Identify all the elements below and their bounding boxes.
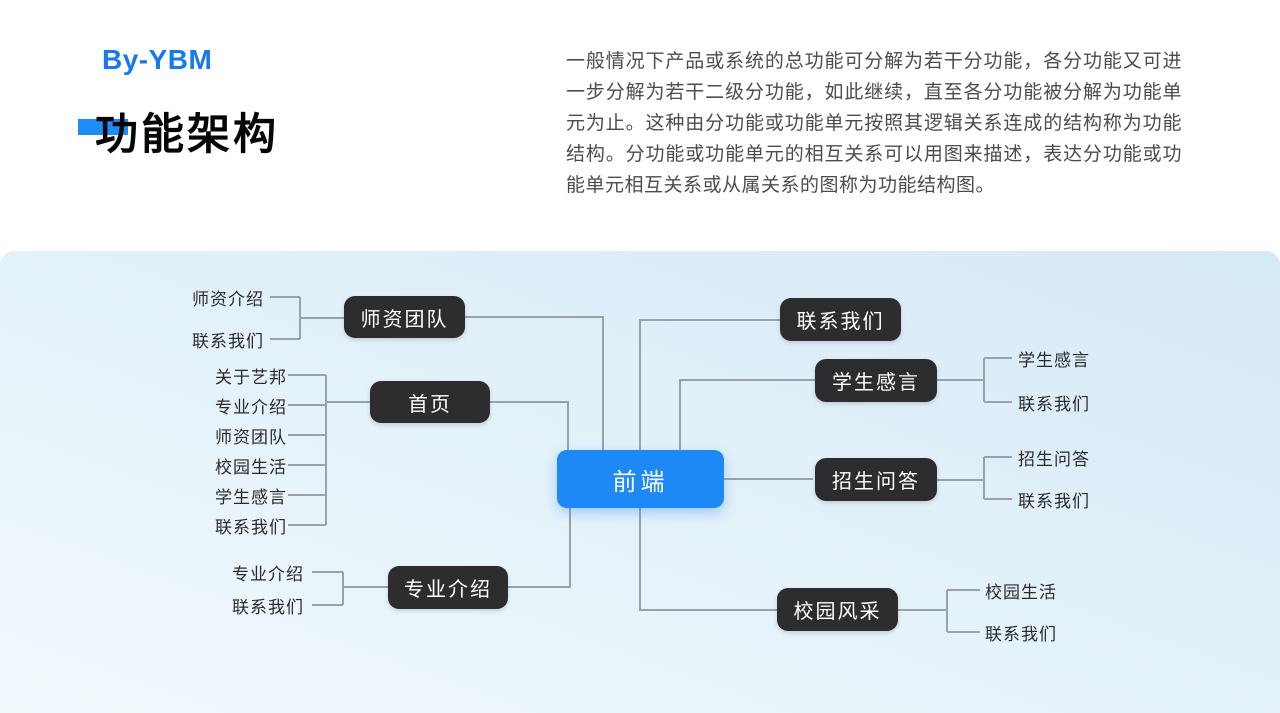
description-paragraph: 一般情况下产品或系统的总功能可分解为若干分功能，各分功能又可进一步分解为若干二级…: [566, 51, 1182, 196]
node-contact: 联系我们: [780, 298, 901, 341]
leaf-student-words-1: 联系我们: [1018, 394, 1090, 414]
node-major-intro: 专业介绍: [388, 566, 508, 609]
leaf-home-0: 关于艺邦: [215, 367, 287, 387]
leaf-home-1: 专业介绍: [215, 397, 287, 417]
leaf-campus-style-0: 校园生活: [985, 582, 1057, 602]
node-student-words: 学生感言: [815, 359, 937, 402]
leaf-admission-qa-1: 联系我们: [1018, 491, 1090, 511]
node-admission-qa: 招生问答: [815, 458, 937, 501]
node-home: 首页: [370, 381, 490, 423]
leaf-teacher-team-1: 联系我们: [192, 331, 264, 351]
title-accent-bar: [78, 119, 128, 135]
node-teacher-team: 师资团队: [344, 296, 465, 338]
leaf-home-2: 师资团队: [215, 427, 287, 447]
byline: By-YBM: [102, 44, 213, 75]
node-root-frontend: 前端: [557, 450, 724, 508]
node-campus-style: 校园风采: [777, 588, 898, 631]
leaf-home-4: 学生感言: [215, 487, 287, 507]
leaf-major-intro-1: 联系我们: [232, 597, 304, 617]
page-title: 功能架构: [95, 111, 279, 159]
leaf-campus-style-1: 联系我们: [985, 624, 1057, 644]
leaf-home-5: 联系我们: [215, 517, 287, 537]
leaf-teacher-team-0: 师资介绍: [192, 289, 264, 309]
leaf-major-intro-0: 专业介绍: [232, 564, 304, 584]
leaf-student-words-0: 学生感言: [1018, 350, 1090, 370]
leaf-admission-qa-0: 招生问答: [1018, 449, 1090, 469]
leaf-home-3: 校园生活: [215, 457, 287, 477]
